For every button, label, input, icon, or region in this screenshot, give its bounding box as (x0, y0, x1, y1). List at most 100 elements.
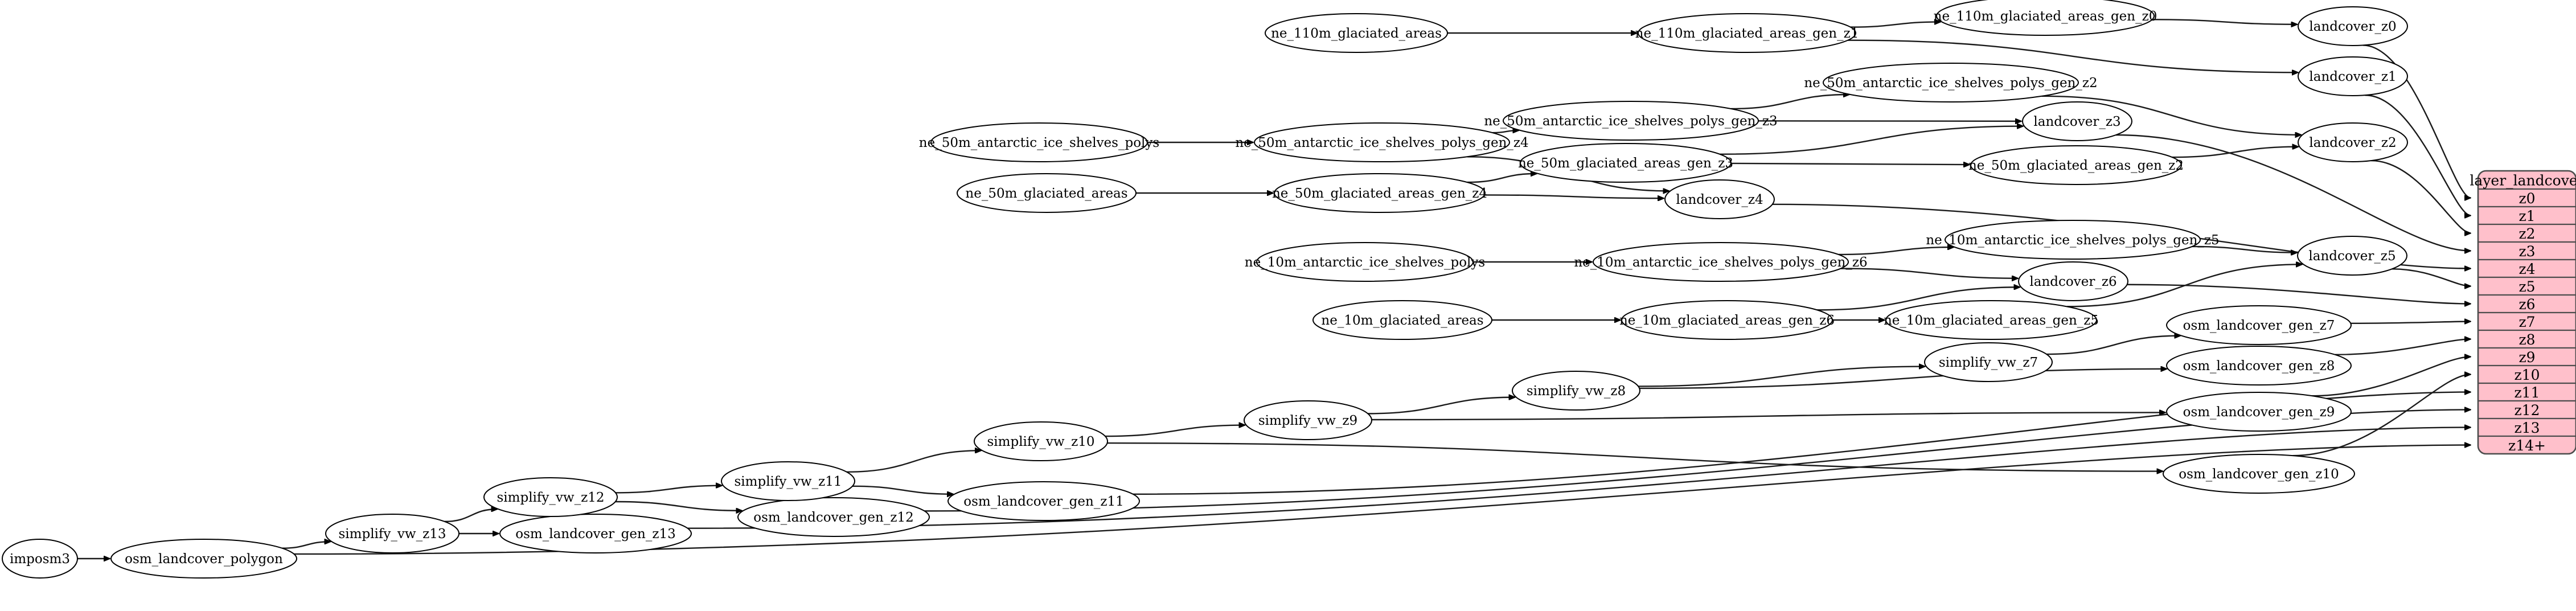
graph-node[interactable]: osm_landcover_gen_z10 (2163, 454, 2355, 494)
node-ellipse (737, 497, 930, 537)
graph-node[interactable]: simplify_vw_z11 (721, 461, 855, 501)
graph-edge (2351, 322, 2471, 323)
graph-node[interactable]: landcover_z6 (2018, 261, 2128, 301)
edges-layer (77, 19, 2471, 559)
node-label: ne_10m_glaciated_areas (1321, 313, 1483, 328)
graph-edge (2041, 95, 2301, 135)
graph-edge (687, 428, 2471, 529)
graph-edge (1720, 126, 2023, 155)
node-ellipse (2163, 454, 2355, 494)
graph-node[interactable]: simplify_vw_z13 (325, 514, 460, 553)
node-ellipse (1593, 242, 1849, 282)
node-label: osm_landcover_gen_z13 (515, 527, 675, 542)
node-ellipse (1945, 220, 2201, 260)
graph-node[interactable]: ne_10m_glaciated_areas (1312, 300, 1492, 340)
node-label: ne_50m_antarctic_ice_shelves_polys_gen_z… (1804, 76, 2097, 91)
node-ellipse (2166, 392, 2352, 432)
node-ellipse (2018, 261, 2128, 301)
graph-node[interactable]: ne_10m_glaciated_areas_gen_z6 (1619, 300, 1835, 340)
node-label: osm_landcover_gen_z8 (2183, 359, 2335, 374)
graph-node[interactable]: ne_50m_antarctic_ice_shelves_polys (919, 122, 1159, 162)
table-row-label: z6 (2518, 296, 2535, 313)
graph-node[interactable]: simplify_vw_z9 (1244, 400, 1372, 440)
graph-node[interactable]: simplify_vw_z12 (483, 477, 618, 517)
node-ellipse (325, 514, 460, 553)
node-ellipse (499, 514, 692, 553)
graph-node[interactable]: ne_50m_glaciated_areas_gen_z4 (1272, 173, 1487, 213)
table-row-label: z0 (2518, 190, 2535, 207)
node-ellipse (2022, 101, 2132, 141)
graph-node[interactable]: landcover_z1 (2298, 56, 2408, 96)
graph-node[interactable]: ne_110m_glaciated_areas_gen_z0 (1934, 0, 2157, 36)
graph-node[interactable]: ne_110m_glaciated_areas_gen_z1 (1635, 13, 1859, 53)
graph-node[interactable]: ne_10m_antarctic_ice_shelves_polys_gen_z… (1926, 220, 2220, 260)
graph-node[interactable]: osm_landcover_gen_z9 (2166, 392, 2352, 432)
graph-node[interactable]: imposm3 (2, 539, 78, 579)
node-label: ne_10m_antarctic_ice_shelves_polys_gen_z… (1926, 233, 2219, 248)
graph-node[interactable]: landcover_z0 (2298, 6, 2408, 46)
table-row[interactable] (2478, 311, 2576, 331)
graph-node[interactable]: landcover_z5 (2297, 236, 2407, 276)
table-row-label: z2 (2518, 225, 2535, 242)
graph-node[interactable]: osm_landcover_gen_z7 (2166, 305, 2352, 345)
graph-node[interactable]: ne_110m_glaciated_areas (1265, 13, 1448, 53)
graph-node[interactable]: landcover_z2 (2298, 122, 2408, 162)
graph-node[interactable]: simplify_vw_z8 (1512, 371, 1640, 411)
graph-edge (282, 542, 330, 549)
graph-node[interactable]: landcover_z4 (1664, 179, 1775, 219)
graph-node[interactable]: ne_10m_antarctic_ice_shelves_polys (1245, 242, 1485, 282)
layer-landcover-table[interactable]: layer_landcoverz0z1z2z3z4z5z6z7z8z9z10z1… (2470, 170, 2576, 455)
table-row[interactable] (2478, 382, 2576, 402)
node-label: ne_50m_glaciated_areas_gen_z2 (1968, 158, 2184, 173)
node-ellipse (974, 421, 1108, 461)
graph-edge (2292, 375, 2471, 457)
node-label: ne_10m_antarctic_ice_shelves_polys (1245, 255, 1485, 270)
graph-edge (1838, 247, 1954, 256)
graph-edge (1730, 163, 1970, 165)
graph-node[interactable]: landcover_z3 (2022, 101, 2132, 141)
graph-edge (2046, 336, 2180, 355)
node-label: ne_50m_antarctic_ice_shelves_polys_gen_z… (1484, 114, 1777, 129)
table-outline (2477, 170, 2576, 455)
graph-edge (2192, 245, 2298, 253)
graph-node[interactable]: ne_50m_antarctic_ice_shelves_polys_gen_z… (1484, 101, 1778, 141)
graph-node[interactable]: osm_landcover_gen_z12 (737, 497, 930, 537)
node-ellipse (947, 481, 1140, 521)
node-ellipse (957, 173, 1137, 213)
node-ellipse (1621, 300, 1833, 340)
node-label: ne_50m_glaciated_areas_gen_z3 (1518, 156, 1733, 171)
node-ellipse (1823, 63, 2079, 102)
node-ellipse (1664, 179, 1775, 219)
graph-node[interactable]: ne_50m_antarctic_ice_shelves_polys_gen_z… (1804, 63, 2098, 102)
graph-edge (1840, 268, 2019, 278)
table-row[interactable] (2478, 188, 2576, 208)
table-row-label: z11 (2515, 384, 2540, 401)
table-row-label: z5 (2518, 278, 2535, 295)
node-label: landcover_z2 (2309, 136, 2396, 150)
table-row[interactable] (2478, 417, 2576, 437)
graph-node[interactable]: ne_10m_glaciated_areas_gen_z5 (1884, 300, 2099, 340)
graph-node[interactable]: ne_50m_glaciated_areas (957, 173, 1137, 213)
table-row-label: z12 (2515, 402, 2540, 419)
graph-node[interactable]: simplify_vw_z10 (974, 421, 1108, 461)
node-label: ne_50m_glaciated_areas_gen_z4 (1272, 186, 1487, 201)
graph-node[interactable]: osm_landcover_gen_z11 (947, 481, 1140, 521)
table-row[interactable] (2478, 435, 2576, 454)
graph-node[interactable]: ne_50m_glaciated_areas_gen_z2 (1968, 145, 2184, 185)
graph-node[interactable]: osm_landcover_gen_z13 (499, 514, 692, 553)
node-label: simplify_vw_z7 (1939, 355, 2038, 370)
graph-node[interactable]: ne_50m_glaciated_areas_gen_z3 (1518, 143, 1733, 183)
node-ellipse (1256, 242, 1474, 282)
node-label: osm_landcover_gen_z12 (753, 510, 913, 525)
node-ellipse (2, 539, 78, 579)
graph-node[interactable]: ne_50m_antarctic_ice_shelves_polys_gen_z… (1235, 122, 1529, 162)
graph-node[interactable]: osm_landcover_polygon (110, 539, 297, 579)
node-label: landcover_z6 (2029, 274, 2116, 289)
table-row[interactable] (2478, 259, 2576, 278)
graph-node[interactable]: osm_landcover_gen_z8 (2166, 346, 2352, 386)
graph-edge (1105, 425, 1245, 437)
table-row[interactable] (2478, 400, 2576, 420)
graph-edge (1639, 369, 2167, 389)
graph-node[interactable]: simplify_vw_z7 (1924, 342, 2053, 382)
graph-node[interactable]: ne_10m_antarctic_ice_shelves_polys_gen_z… (1574, 242, 1868, 282)
